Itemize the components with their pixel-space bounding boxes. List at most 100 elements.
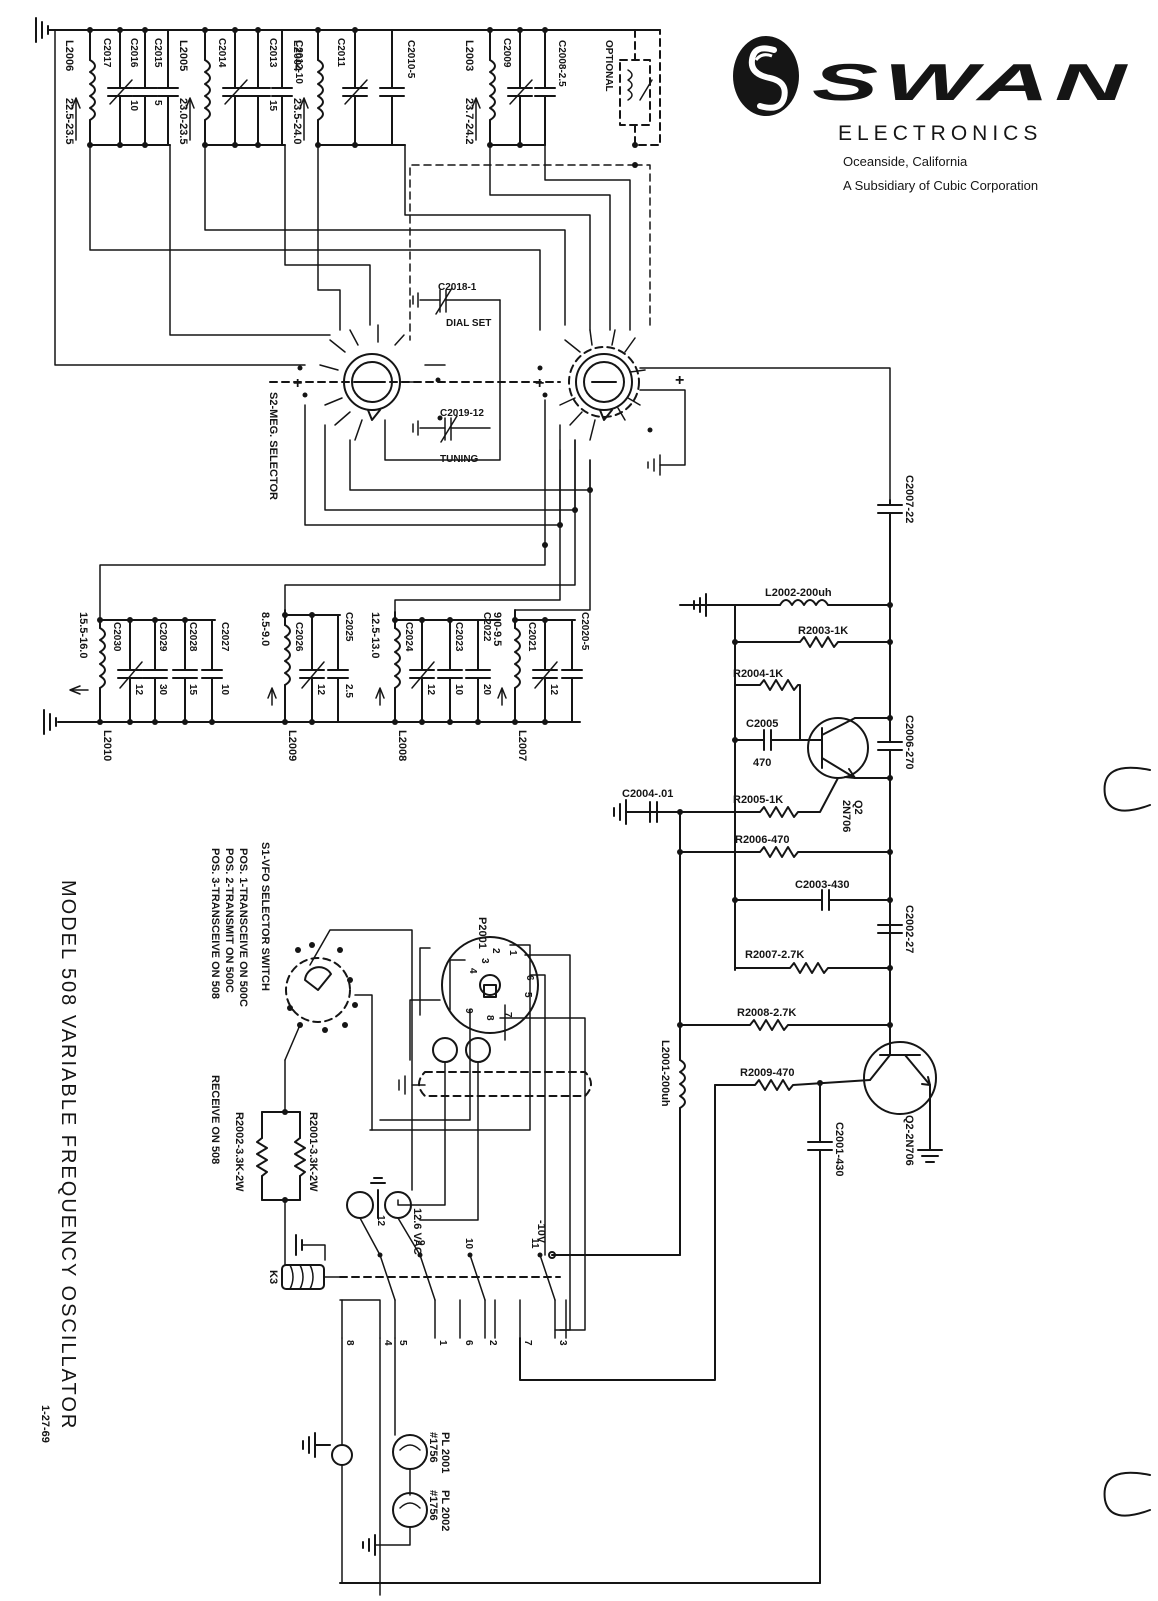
l2004-label: L2004 — [291, 40, 303, 72]
c2016-value: 10 — [128, 100, 139, 112]
switch-pos3: POS. 3-TRANSCEIVE ON 508 — [209, 848, 221, 999]
optional-trimmer: OPTIONAL — [603, 29, 661, 168]
c2008-label: C2008-2.5 — [556, 40, 567, 87]
c2027-label: C2027 — [219, 622, 230, 652]
relay-k3[interactable]: K3 — [267, 1234, 561, 1290]
plug-pin-4: 4 — [467, 968, 478, 974]
relay-bottom-pin-6: 6 — [463, 1340, 474, 1346]
plug-pin-5: 5 — [522, 992, 533, 998]
company-subsidiary: A Subsidiary of Cubic Corporation — [843, 178, 1038, 193]
relay-top-pin-9: 9 — [415, 1240, 426, 1246]
l2004-range: 23.5-24.0 — [291, 98, 303, 144]
c2030-label: C2030 — [111, 622, 122, 652]
q2-bottom-label: Q2-2N706 — [903, 1115, 915, 1166]
pilot-lamps: PL 2001 #1756 PL 2002 #1756 — [302, 1337, 451, 1596]
c2029-label: C2029 — [157, 622, 168, 652]
tank-l2003: L2003 23.7-24.2 C2009 C2008-2.5 — [463, 27, 567, 148]
dial-set-capacitor: C2018-1 DIAL SET — [384, 282, 501, 461]
l2001-label: L2001-200uh — [659, 1040, 671, 1107]
plug-pin-7: 7 — [502, 1012, 513, 1018]
c2001-capacitor: C2001-430 — [339, 1082, 845, 1584]
q2-bottom-transistor: Q2-2N706 — [863, 1024, 943, 1166]
shielded-cable — [397, 1037, 592, 1221]
l2001-choke: L2001-200uh — [551, 811, 686, 1256]
l2005-label: L2005 — [177, 40, 189, 71]
vac-label: 12.6 VAC — [411, 1208, 423, 1255]
c2007-coupling-cap: C2007-22 — [877, 475, 915, 606]
c2028-value: 15 — [187, 684, 198, 696]
s1-vfo-selector[interactable] — [284, 929, 413, 1191]
band-switch-s2[interactable]: + + + S2-MEG. SELECTOR — [267, 324, 684, 500]
c2030-value: 12 — [133, 684, 144, 696]
l2003-label: L2003 — [463, 40, 475, 71]
c2009-label: C2009 — [501, 38, 512, 68]
r2008-resistor: R2008-2.7K — [679, 1007, 891, 1031]
c2027-value: 10 — [219, 684, 230, 696]
c2012-label: C2012-10 — [293, 40, 304, 84]
r2003-label: R2003-1K — [798, 625, 848, 637]
c2028-label: C2028 — [187, 622, 198, 652]
tank-l2009: L2009 8.5-9.0 C2026 12 C2025 2.5 — [259, 609, 354, 761]
r2003-resistor: R2003-1K — [734, 625, 891, 648]
switch-notes: S1-VFO SELECTOR SWITCH POS. 1-TRANSCEIVE… — [209, 842, 271, 1164]
l2007-range: 9.0-9.5 — [491, 612, 503, 646]
c2026-label: C2026 — [293, 622, 304, 652]
r2007-resistor: R2007-2.7K — [734, 949, 891, 974]
dropping-resistors: R2001-3.3K-2W R2002-3.3K-2W — [233, 1109, 319, 1266]
tank-l2005: L2005 23.0-23.5 C2014 C2013 15 C2012-10 — [177, 27, 304, 148]
c2010-label: C2010-5 — [405, 40, 416, 79]
bottom-ground-bus — [43, 709, 581, 735]
binder-marks — [1103, 766, 1151, 1517]
c2001-label: C2001-430 — [833, 1122, 845, 1176]
tuning-capacitor: C2019-12 TUNING — [412, 408, 491, 465]
c2019-label: C2019-12 — [440, 408, 484, 419]
relay-bottom-pin-8: 8 — [344, 1340, 355, 1346]
r2006-label: R2006-470 — [735, 834, 789, 846]
relay-top-pin-11: 11 — [529, 1238, 540, 1249]
c2022-value: 20 — [481, 684, 492, 696]
svg-text:+: + — [675, 372, 684, 389]
l2010-range: 15.5-16.0 — [77, 612, 89, 658]
drawing-date: 1-27-69 — [39, 1405, 51, 1443]
c2024-label: C2024 — [403, 622, 414, 652]
c2003-capacitor: C2003-430 — [734, 879, 891, 911]
plug-pin-3: 3 — [479, 958, 490, 964]
relay-top-pin-10: 10 — [463, 1238, 474, 1250]
r2002-label: R2002-3.3K-2W — [233, 1112, 245, 1192]
relay-bottom-pin-2: 2 — [487, 1340, 498, 1346]
tank-l2006: L2006 22.5-23.5 C2017 C2016 10 C2015 5 — [63, 27, 179, 148]
drawing-title: MODEL 508 VARIABLE FREQUENCY OSCILLATOR — [57, 880, 79, 1430]
pl2002-type: #1756 — [427, 1490, 439, 1521]
pl2001-ref: PL 2001 — [439, 1432, 451, 1473]
plug-pin-9: 9 — [463, 1008, 474, 1014]
c2020-label: C2020-5 — [579, 612, 590, 651]
l2008-range: 12.5-13.0 — [369, 612, 381, 658]
r2009-label: R2009-470 — [740, 1067, 794, 1079]
c2018-label: C2018-1 — [438, 282, 477, 293]
relay-bottom-pin-4: 4 — [382, 1340, 393, 1346]
c2026-value: 12 — [315, 684, 326, 696]
switch-pos1: POS. 1-TRANSCEIVE ON 500C — [237, 848, 249, 1007]
brand-name: SWAN — [812, 54, 1132, 112]
c2006-capacitor: C2006-270 — [877, 715, 915, 779]
c2023-value: 10 — [453, 684, 464, 696]
switch-pos3-receive: RECEIVE ON 508 — [209, 1075, 221, 1164]
r2005-label: R2005-1K — [733, 794, 783, 806]
l2009-label: L2009 — [286, 730, 298, 761]
c2013-label: C2013 — [267, 38, 278, 68]
tuning-label: TUNING — [440, 454, 479, 465]
c2005-capacitor: C2005 470 — [734, 718, 801, 769]
top-switch-wiring — [54, 29, 651, 366]
r2004-label: R2004-1K — [733, 668, 783, 680]
r2001-label: R2001-3.3K-2W — [307, 1112, 319, 1192]
c2015-label: C2015 — [152, 38, 163, 68]
c2002-label: C2002-27 — [903, 905, 915, 953]
k3-label: K3 — [267, 1270, 279, 1284]
r2009-resistor: R2009-470 — [519, 1067, 871, 1381]
c2017-label: C2017 — [101, 38, 112, 68]
p2001-label: P2001 — [476, 917, 488, 949]
